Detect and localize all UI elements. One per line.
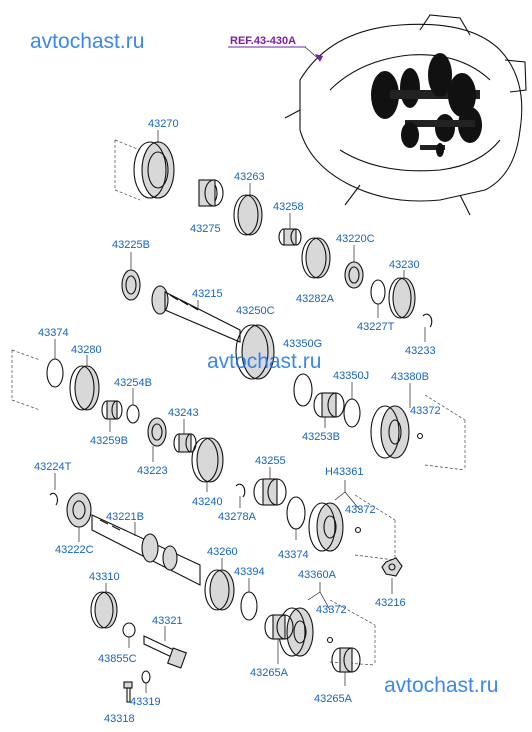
- label-43225B: 43225B: [112, 239, 150, 251]
- bearing-43265A-right: [331, 647, 361, 673]
- ring-43350J: [293, 373, 313, 407]
- ring-43374-lower: [286, 496, 306, 530]
- label-43372-upper: 43372: [410, 405, 441, 417]
- label-43230: 43230: [389, 259, 420, 271]
- shaft-43321: [143, 635, 188, 669]
- label-43319: 43319: [130, 696, 161, 708]
- label-43275: 43275: [190, 223, 221, 235]
- label-43254B: 43254B: [114, 377, 152, 389]
- gear-43260: [204, 569, 235, 611]
- label-43265A-left: 43265A: [250, 667, 289, 679]
- label-43350G: 43350G: [283, 338, 322, 350]
- label-43855C: 43855C: [98, 653, 137, 665]
- bearing-43265A-left: [264, 614, 294, 640]
- key-43372-middle: [354, 526, 362, 534]
- label-43224T: 43224T: [34, 461, 72, 473]
- label-43278A: 43278A: [218, 511, 257, 523]
- nut-43216: [381, 557, 403, 577]
- label-H43361: H43361: [325, 466, 364, 478]
- bushing-43258: [278, 228, 302, 246]
- label-43372-lower: 43372: [316, 604, 347, 616]
- bearing-43275: [198, 179, 224, 207]
- transmission-housing: [284, 14, 527, 216]
- label-43374-lower: 43374: [278, 549, 309, 561]
- washer-43319: [141, 670, 151, 684]
- ring-43394: [240, 591, 258, 621]
- label-43222C: 43222C: [55, 544, 94, 556]
- shaft-43221B: [91, 514, 201, 586]
- watermark-top: avtochast.ru: [30, 30, 145, 53]
- label-43318: 43318: [104, 713, 135, 725]
- label-43233: 43233: [405, 345, 436, 357]
- synchro-hub-H43361: [308, 502, 344, 552]
- watermark-bottom: avtochast.ru: [384, 674, 499, 697]
- label-43258: 43258: [273, 201, 304, 213]
- gear-43310: [90, 591, 118, 629]
- bearing-43253B: [313, 392, 345, 418]
- watermark-middle: avtochast.ru: [207, 350, 322, 373]
- synchro-hub-43380B: [370, 405, 410, 459]
- label-43360A: 43360A: [298, 569, 337, 581]
- label-43270: 43270: [148, 118, 179, 130]
- label-43310: 43310: [89, 571, 120, 583]
- label-43263: 43263: [234, 171, 265, 183]
- label-43240: 43240: [192, 496, 223, 508]
- gear-43220C: [301, 237, 331, 279]
- washer-43254B: [126, 404, 140, 424]
- label-43374-upper: 43374: [38, 327, 69, 339]
- ring-43227T: [370, 279, 386, 305]
- label-43253B: 43253B: [302, 431, 340, 443]
- washer-43855C: [122, 622, 136, 638]
- label-43259B: 43259B: [90, 435, 128, 447]
- label-43255: 43255: [255, 455, 286, 467]
- bearing-43222C: [66, 492, 92, 528]
- label-43223: 43223: [137, 465, 168, 477]
- label-43350J: 43350J: [333, 370, 369, 382]
- key-43372-lower: [326, 636, 334, 644]
- shaft-43215: [151, 285, 241, 343]
- label-43221B: 43221B: [106, 511, 144, 523]
- label-43260: 43260: [207, 546, 238, 558]
- bearing-43223: [147, 417, 167, 447]
- label-43220C: 43220C: [336, 233, 375, 245]
- label-43250C: 43250C: [236, 305, 275, 317]
- synchro-ring-43350J: [343, 398, 361, 428]
- label-43243: 43243: [168, 407, 199, 419]
- label-43265A-right: 43265A: [314, 693, 353, 705]
- label-43282A: 43282A: [296, 293, 335, 305]
- gear-43250C: [235, 324, 275, 380]
- bolt-43318: [123, 681, 133, 703]
- bushing-43259B: [101, 400, 123, 420]
- label-43380B: 43380B: [391, 371, 429, 383]
- label-43372-middle: 43372: [345, 504, 376, 516]
- bearing-43255: [253, 478, 287, 506]
- label-43394: 43394: [234, 566, 265, 578]
- clip-43233: [422, 313, 433, 328]
- gear-43263: [233, 194, 263, 236]
- label-43215: 43215: [192, 288, 223, 300]
- key-43372-upper: [416, 432, 424, 440]
- gear-43270: [133, 141, 175, 199]
- label-43227T: 43227T: [357, 321, 395, 333]
- bearing-43220C: [344, 261, 364, 289]
- spacer-43243: [173, 433, 197, 453]
- bearing-43225B: [121, 269, 141, 301]
- clip-43224T: [49, 492, 59, 506]
- synchro-hub-43360A: [278, 607, 314, 657]
- label-43280: 43280: [71, 344, 102, 356]
- ring-43374-upper: [46, 358, 64, 388]
- label-43321: 43321: [152, 615, 183, 627]
- ref-label: REF.43-430A: [230, 35, 296, 47]
- label-43216: 43216: [375, 597, 406, 609]
- gear-43280: [69, 365, 100, 411]
- gear-43240: [191, 437, 224, 483]
- clip-43278A: [235, 483, 246, 498]
- gear-43230: [388, 277, 416, 319]
